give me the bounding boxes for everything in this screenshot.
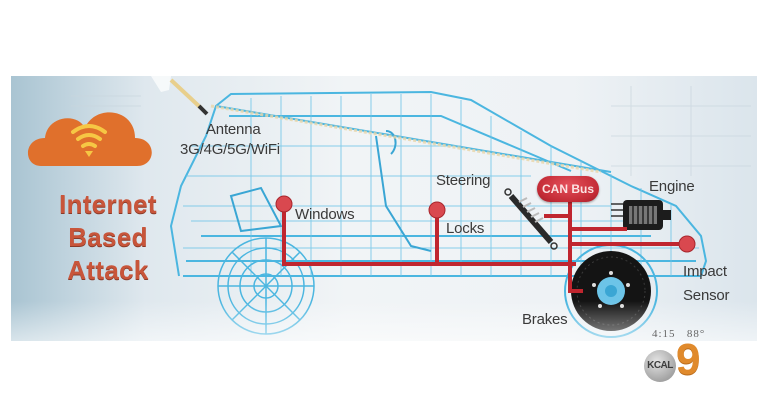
kcal-logo-nine: 9 — [676, 335, 701, 384]
headline-line-1: Internet — [59, 189, 157, 219]
label-antenna-networks: 3G/4G/5G/WiFi — [180, 141, 280, 158]
label-brakes: Brakes — [522, 311, 568, 328]
label-antenna: Antenna — [206, 121, 261, 138]
can-bus-badge: CAN Bus — [537, 176, 599, 202]
can-network-wiring — [282, 198, 689, 293]
headline-line-3: Attack — [67, 255, 149, 285]
antenna-icon — [151, 76, 209, 116]
label-windows: Windows — [295, 206, 355, 223]
broadcast-ticker: 4:15 88° — [652, 328, 705, 340]
node-impact-sensor — [678, 235, 696, 253]
label-sensor: Sensor — [683, 287, 730, 304]
broadcast-temperature: 88° — [686, 328, 706, 340]
broadcast-time: 4:15 — [652, 328, 676, 340]
label-locks: Locks — [446, 220, 485, 237]
car-wireframe-diagram — [27, 76, 751, 338]
kcal-logo-disc: KCAL — [644, 350, 676, 382]
car-mesh — [183, 94, 699, 276]
steering-shock-icon — [504, 188, 558, 250]
node-windows — [275, 195, 293, 213]
label-engine: Engine — [649, 178, 695, 195]
panel-bottom-fade — [11, 301, 757, 341]
node-locks — [428, 201, 446, 219]
engine-icon — [611, 200, 671, 230]
label-impact: Impact — [683, 263, 727, 280]
label-steering: Steering — [436, 172, 491, 189]
network-nodes — [275, 195, 696, 253]
car-seats — [229, 130, 432, 252]
headline-line-2: Based — [68, 222, 148, 252]
infographic-panel: Internet Based Attack — [11, 76, 757, 341]
wifi-cloud-icon — [27, 112, 152, 166]
